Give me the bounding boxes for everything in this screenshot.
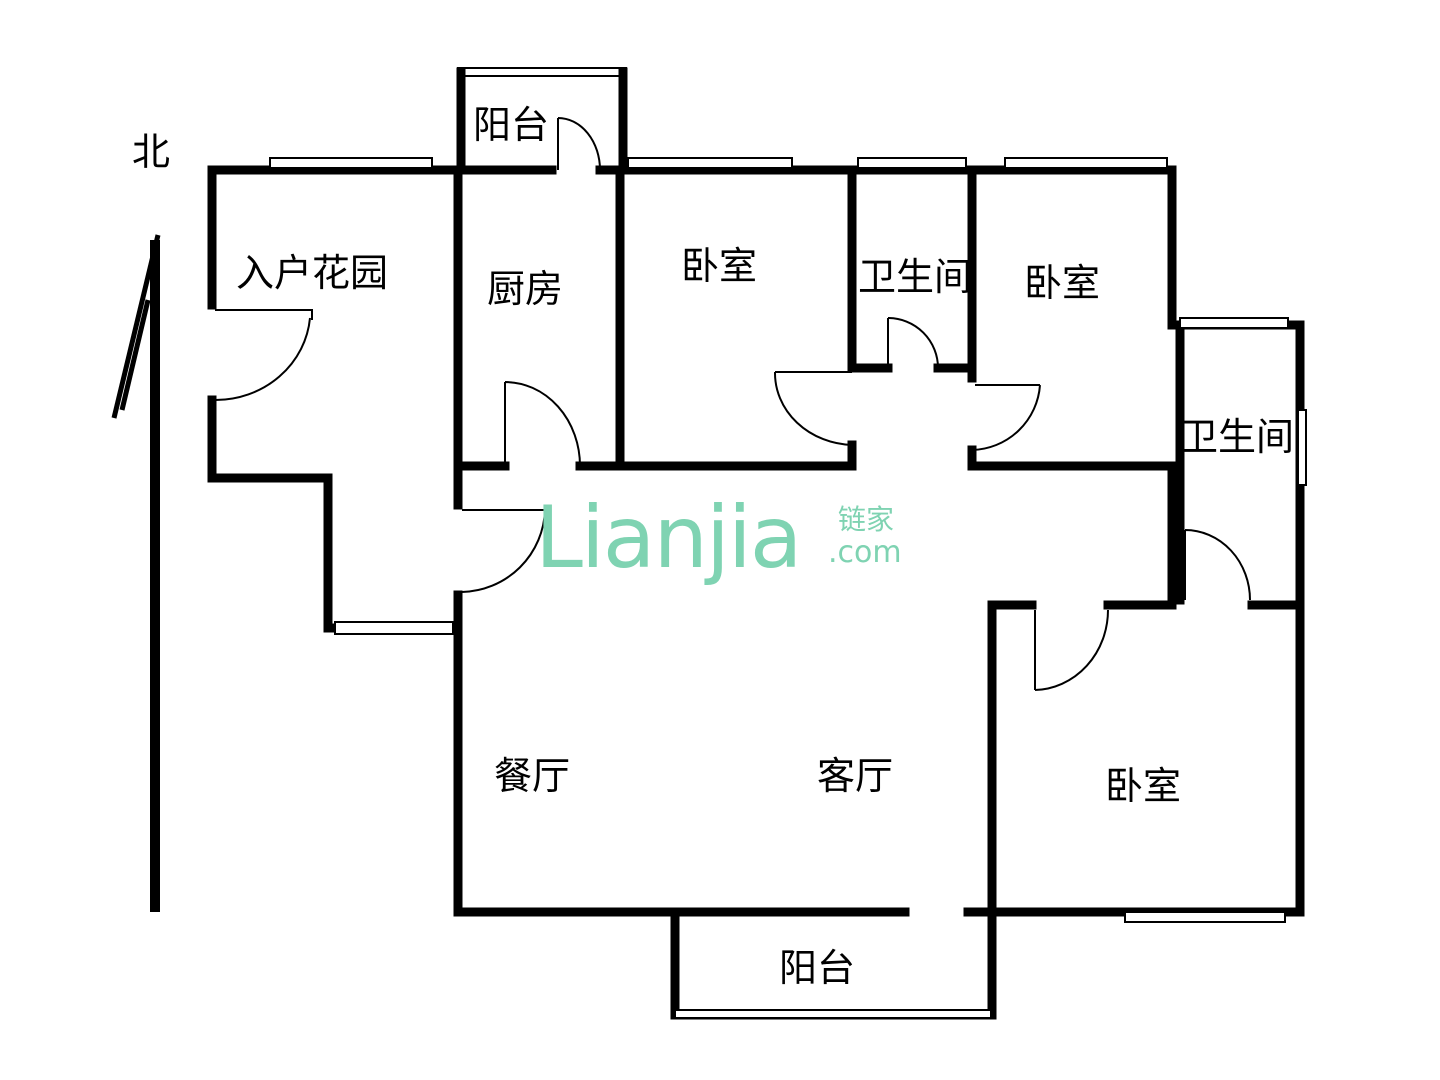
- watermark-cn: 链家: [838, 503, 895, 536]
- doors: [214, 117, 1251, 913]
- north-arrow-icon: [111, 234, 161, 912]
- room-label-bedroom-bottom: 卧室: [1105, 764, 1182, 808]
- room-label-entry-garden: 入户花园: [236, 251, 389, 295]
- room-label-bathroom-right: 卫生间: [1180, 415, 1295, 459]
- room-label-balcony-bottom: 阳台: [779, 946, 856, 990]
- watermark-domain: .com: [828, 535, 902, 570]
- outer-walls: [207, 165, 1305, 1020]
- north-label: 北: [132, 130, 171, 174]
- room-label-living: 客厅: [817, 754, 894, 798]
- room-label-dining: 餐厅: [494, 754, 571, 798]
- room-label-bathroom-top: 卫生间: [858, 255, 973, 299]
- watermark-brand: Lianjia: [535, 488, 802, 588]
- room-label-balcony-top: 阳台: [473, 103, 550, 147]
- room-label-bedroom-top: 卧室: [681, 244, 758, 288]
- wall-balcony-top: [456, 67, 628, 175]
- windows: [269, 157, 1307, 1019]
- room-label-kitchen: 厨房: [487, 267, 564, 311]
- room-label-bedroom-right: 卧室: [1024, 261, 1101, 305]
- interior-walls: [453, 165, 1305, 917]
